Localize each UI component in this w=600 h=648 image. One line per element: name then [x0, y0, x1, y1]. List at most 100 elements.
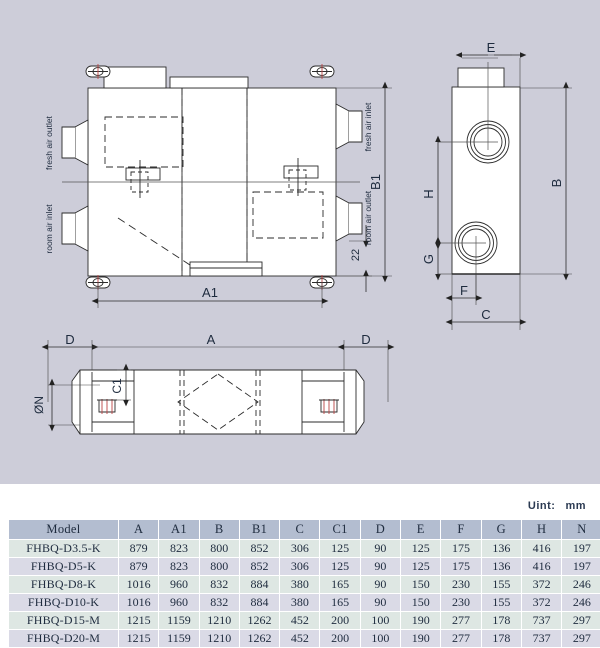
dim-b1: B1 [368, 174, 383, 190]
table-header-row: Model A A1 B B1 C C1 D E F G H N [9, 520, 600, 540]
col-header-b: B [199, 520, 239, 540]
cell-a: 1016 [119, 594, 159, 612]
cell-d: 90 [360, 576, 400, 594]
cell-model: FHBQ-D15-M [9, 612, 119, 630]
col-header-n: N [562, 520, 600, 540]
dim-c1: C1 [110, 378, 124, 394]
cell-b: 800 [199, 558, 239, 576]
cell-model: FHBQ-D3.5-K [9, 540, 119, 558]
cell-a1: 960 [159, 594, 199, 612]
table-row: FHBQ-D10-K 1016 960 832 884 380 165 90 1… [9, 594, 600, 612]
dim-22: 22 [350, 249, 362, 261]
col-header-g: G [481, 520, 521, 540]
cell-n: 246 [562, 576, 600, 594]
col-header-model: Model [9, 520, 119, 540]
cell-c1: 165 [320, 576, 360, 594]
cell-e: 125 [401, 558, 441, 576]
cell-n: 297 [562, 612, 600, 630]
col-header-b1: B1 [239, 520, 279, 540]
table-row: FHBQ-D15-M 1215 1159 1210 1262 452 200 1… [9, 612, 600, 630]
side-view-geometry [438, 62, 520, 300]
cell-e: 150 [401, 594, 441, 612]
hanger-right [319, 399, 339, 414]
cell-f: 230 [441, 576, 481, 594]
cell-c: 380 [280, 594, 320, 612]
cell-a: 1016 [119, 576, 159, 594]
table-row: FHBQ-D3.5-K 879 823 800 852 306 125 90 1… [9, 540, 600, 558]
cell-h: 372 [521, 594, 561, 612]
unit-value: mm [565, 500, 586, 512]
cell-c: 306 [280, 558, 320, 576]
cell-b: 800 [199, 540, 239, 558]
cell-model: FHBQ-D5-K [9, 558, 119, 576]
cell-b1: 884 [239, 594, 279, 612]
cell-c1: 165 [320, 594, 360, 612]
cell-d: 90 [360, 540, 400, 558]
technical-drawing-canvas: fresh air outlet room air inlet fresh ai… [0, 0, 600, 484]
drawing-svg: fresh air outlet room air inlet fresh ai… [0, 0, 600, 484]
cell-e: 150 [401, 576, 441, 594]
dim-phi-n: ØN [32, 396, 46, 414]
label-fresh-air-outlet: fresh air outlet [44, 115, 54, 169]
col-header-e: E [401, 520, 441, 540]
dim-b: B [549, 179, 564, 188]
cell-h: 416 [521, 558, 561, 576]
hanger-left [97, 399, 117, 414]
col-header-f: F [441, 520, 481, 540]
cell-a1: 960 [159, 576, 199, 594]
col-header-c1: C1 [320, 520, 360, 540]
cell-b1: 852 [239, 558, 279, 576]
cell-d: 90 [360, 594, 400, 612]
cell-b: 1210 [199, 612, 239, 630]
cell-n: 197 [562, 540, 600, 558]
cell-c1: 125 [320, 558, 360, 576]
table-row: FHBQ-D5-K 879 823 800 852 306 125 90 125… [9, 558, 600, 576]
cell-n: 197 [562, 558, 600, 576]
mount-tab-tr [310, 64, 334, 79]
col-header-a: A [119, 520, 159, 540]
cell-n: 246 [562, 594, 600, 612]
cell-f: 175 [441, 540, 481, 558]
cell-c1: 125 [320, 540, 360, 558]
cell-b: 832 [199, 594, 239, 612]
cell-h: 372 [521, 576, 561, 594]
dim-h: H [421, 189, 436, 198]
unit-note: Uint: mm [528, 500, 586, 512]
label-fresh-air-inlet: fresh air inlet [363, 102, 373, 151]
unit-label: Uint: [528, 500, 556, 512]
cell-d: 90 [360, 558, 400, 576]
spec-table-container: Model A A1 B B1 C C1 D E F G H N FHBQ-D3… [8, 519, 592, 648]
dim-g: G [421, 254, 436, 264]
dim-e: E [487, 40, 496, 55]
cell-f: 175 [441, 558, 481, 576]
cell-a1: 823 [159, 540, 199, 558]
table-row: FHBQ-D8-K 1016 960 832 884 380 165 90 15… [9, 576, 600, 594]
label-room-air-outlet: room air outlet [363, 190, 373, 245]
dim-f: F [460, 283, 468, 298]
cell-e: 190 [401, 612, 441, 630]
cell-a1: 1159 [159, 612, 199, 630]
cell-c: 306 [280, 540, 320, 558]
cell-g: 178 [481, 612, 521, 630]
cell-a: 879 [119, 540, 159, 558]
cell-h: 416 [521, 540, 561, 558]
dim-d-right: D [361, 332, 370, 347]
cell-a: 1215 [119, 612, 159, 630]
cell-h: 737 [521, 612, 561, 630]
cell-g: 155 [481, 576, 521, 594]
col-header-h: H [521, 520, 561, 540]
duct-room-air-inlet [62, 206, 88, 251]
cell-b1: 884 [239, 576, 279, 594]
cell-a: 879 [119, 558, 159, 576]
cell-model: FHBQ-D10-K [9, 594, 119, 612]
mount-tab-tl [86, 64, 110, 79]
cell-c: 380 [280, 576, 320, 594]
duct-fresh-air-inlet [336, 104, 362, 149]
label-room-air-inlet: room air inlet [44, 204, 54, 254]
cell-model: FHBQ-D8-K [9, 576, 119, 594]
cell-g: 155 [481, 594, 521, 612]
top-view-geometry [62, 64, 362, 290]
cell-b: 832 [199, 576, 239, 594]
col-header-c: C [280, 520, 320, 540]
cell-c: 452 [280, 612, 320, 630]
